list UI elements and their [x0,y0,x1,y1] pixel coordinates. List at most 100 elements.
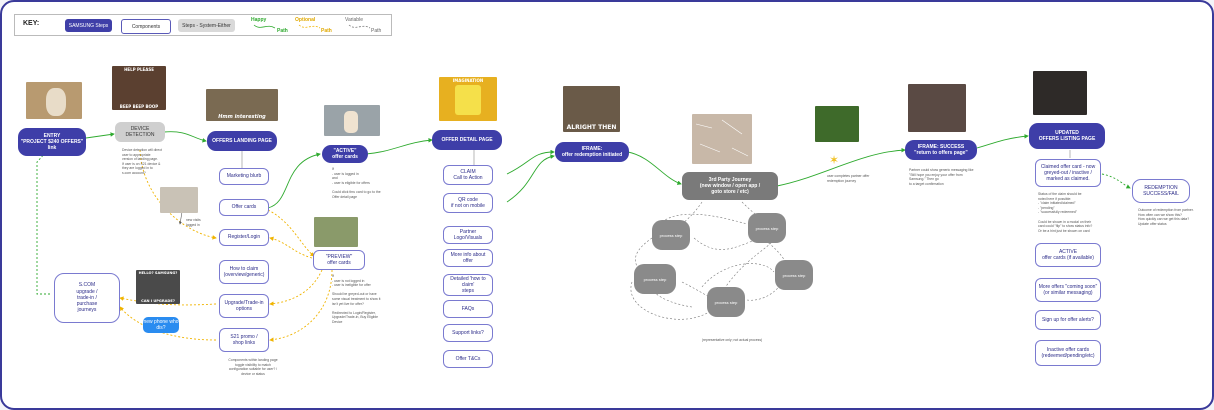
phone-meme-bottom-text: CAN I UPGRADE? [141,299,175,303]
process-step-2[interactable]: process step [748,213,786,243]
claimed-status-note: Status of the claim should be noted here… [1038,192,1093,233]
offer-cards-component[interactable]: Offer cards [219,199,269,216]
happy-path-device-landing [163,131,207,143]
process-step-3[interactable]: process step [634,264,676,294]
upgrade-tradein-component[interactable]: Upgrade/Trade-in options [219,294,269,318]
phone-meme-image: HELLO? SAMSUNG? CAN I UPGRADE? [136,270,180,304]
process-step-4[interactable]: process step [775,260,813,290]
sparkle-icon: ✶ [829,153,840,167]
sponge-figure [455,85,481,115]
device-detection-note: Device detection will direct user to app… [122,148,162,175]
key-variable-path-label: Path [371,28,382,34]
office-meme-image [324,105,380,136]
login-helper-line [178,211,183,225]
legend-key: KEY: SAMSUNG Steps Components Steps - Sy… [14,14,392,36]
updated-offers-listing-node[interactable]: UPDATED OFFERS LISTING PAGE [1029,123,1105,149]
dog-figure [46,88,66,116]
iframe-redemption-node[interactable]: IFRAME: offer redemption initiated [555,142,629,162]
happy-path-success-updated [976,134,1029,149]
more-info-component[interactable]: More info about offer [443,249,493,267]
active-offer-cards-available-component[interactable]: ACTIVE offer cards (if available) [1035,243,1101,267]
dog-meme-image [26,82,82,119]
key-system-steps: Steps - System-Either [178,19,235,32]
detailed-how-to-claim-component[interactable]: Detailed 'how to claim' steps [443,274,493,296]
key-variable-label: Variable [345,17,363,23]
signup-offer-alerts-component[interactable]: Sign up for offer alerts? [1035,310,1101,330]
jen-meme-image: Hmm interesting [206,89,278,121]
preview-offer-cards-component[interactable]: "PREVIEW" offer cards [313,250,365,270]
key-happy-label: Happy [251,17,267,23]
key-path-samples [253,24,371,29]
how-to-claim-component[interactable]: How to claim (overview/generic) [219,260,269,284]
football-meme-image [815,106,859,142]
phone-meme-top-text: HELLO? SAMSUNG? [138,271,178,275]
sponge-meme-caption: IMAGINATION [452,78,484,83]
key-optional-label: Optional [295,17,316,23]
entry-link-node[interactable]: ENTRY "PROJECT $240 OFFERS" link [18,128,86,156]
happy-path-offercards-active [267,152,321,209]
happy-path-scom-entry [36,151,50,295]
process-representative-note: (representative only; not actual process… [701,338,763,342]
key-components: Components [121,19,171,34]
math-formulas [695,119,749,157]
process-step-5[interactable]: process step [707,287,745,317]
process-step-1[interactable]: process step [652,220,690,250]
happy-path-iframe-thirdparty [627,151,682,185]
active-offer-cards-node[interactable]: "ACTIVE" offer cards [322,145,368,163]
claimed-offer-card-component[interactable]: Claimed offer card - now greyed-out / in… [1035,159,1101,187]
partner-redemption-note: user completes partner offer redemption … [827,174,870,183]
iframe-success-note: Partner could show generic messaging lik… [909,168,974,186]
more-offers-component[interactable]: More offers "coming soon" (or similar me… [1035,278,1101,302]
key-title: KEY: [23,20,40,27]
iframe-success-node[interactable]: IFRAME: SUCCESS "return to offers page" [905,140,977,160]
device-detection-node[interactable]: DEVICE DETECTION [115,122,165,142]
optional-path-preview-upgrade [269,269,323,306]
office-figure [344,111,358,133]
offer-tcs-component[interactable]: Offer T&Cs [443,350,493,368]
happy-path-claimed-redemption [1101,173,1131,189]
support-links-component[interactable]: Support links? [443,324,493,342]
preview-cards-note: If - user is not logged in - user is ine… [332,274,381,324]
redemption-success-node[interactable]: REDEMPTION SUCCESS/FAIL [1132,179,1190,203]
optional-path-preview-s21 [269,269,333,342]
new-phone-chat-bubble: new phone who dis? [143,317,179,333]
ace-meme-caption: ALRIGHT THEN [566,124,617,131]
register-login-component[interactable]: Register/Login [219,229,269,246]
spongebob-meme-image: IMAGINATION [439,77,497,121]
happy-path-qr-iframe [506,154,555,203]
partner-logo-component[interactable]: Partner Logo/Visuals [443,226,493,244]
scom-upgrade-journeys-node[interactable]: S.COM upgrade / trade-in / purchase jour… [54,273,120,323]
happy-path-active-detail [365,138,433,155]
key-happy-path-label: Path [277,28,288,34]
soldier-meme-image [314,217,358,247]
optional-path-offercards-preview [267,209,315,257]
wolf-meme-top-text: HELP PLEASE [124,67,154,72]
logged-in-note: new visits logged in [186,218,201,227]
qr-code-component[interactable]: QR code if not on mobile [443,193,493,213]
optional-path-preview-register [269,236,313,259]
ace-ventura-meme-image: ALRIGHT THEN [563,86,620,132]
landing-page-footnote: Components within landing page toggle vi… [228,358,278,376]
picard-meme-image [908,84,966,132]
marketing-blurb-component[interactable]: Marketing blurb [219,168,269,185]
faqs-component[interactable]: FAQs [443,300,493,318]
offer-detail-page-node[interactable]: OFFER DETAIL PAGE [432,130,502,150]
key-samsung-steps: SAMSUNG Steps [65,19,112,32]
offers-landing-page-node[interactable]: OFFERS LANDING PAGE [207,131,277,151]
third-party-journey-node[interactable]: 3rd Party Journey (new window / open app… [682,172,778,200]
grandpa-meme-image [160,187,198,213]
key-optional-path-label: Path [321,28,332,34]
inactive-offer-cards-component[interactable]: Inactive offer cards (redeemed/pending/e… [1035,340,1101,366]
s21-promo-component[interactable]: S21 promo / shop links [219,328,269,352]
wolf-meme-image: HELP PLEASE BEEP BEEP BOOP [112,66,166,110]
jen-meme-caption: Hmm interesting [218,114,266,120]
math-lady-meme-image [692,114,752,164]
claim-cta-component[interactable]: CLAIM Call to Action [443,165,493,185]
active-cards-note: If - user is logged in and - user is eli… [332,167,381,199]
happy-path-claim-iframe [506,149,555,175]
leonardo-meme-image [1033,71,1087,115]
wolf-meme-bottom-text: BEEP BEEP BOOP [119,104,159,109]
redemption-outcome-note: Outcome of redemption from partner. How … [1138,208,1194,226]
happy-path-entry-device [85,132,115,139]
